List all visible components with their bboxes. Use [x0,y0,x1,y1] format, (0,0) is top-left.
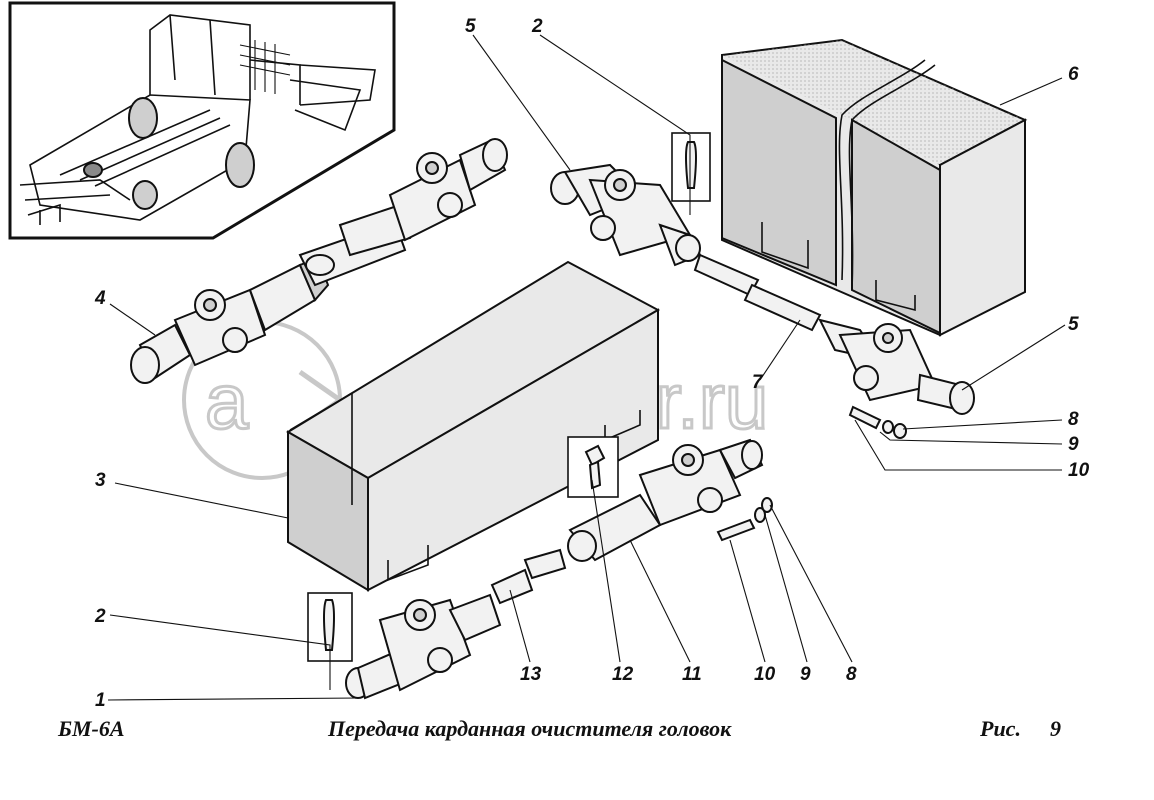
guard-3 [286,260,661,592]
shaft-11-13-assembly [345,438,773,700]
callouts: 1 2 3 4 5 2 6 7 5 8 9 10 13 12 11 10 9 8 [94,16,1090,711]
figure-number: 9 [1050,716,1061,741]
leader-lines [107,34,1066,701]
callout-5-right: 5 [1068,314,1079,335]
figure-title: Передача карданная очистителя головок [328,716,732,741]
shaft-5-7-assembly [550,163,975,439]
callout-10-right: 10 [1068,460,1090,481]
callout-6: 6 [1068,64,1079,85]
callout-2-top: 2 [531,16,543,37]
guard-6 [721,38,1028,337]
callout-8-right: 8 [1068,409,1079,430]
callout-12: 12 [612,664,634,685]
callout-8-bottom: 8 [846,664,857,685]
callout-3: 3 [95,470,106,491]
grease-fitting [567,436,619,498]
callout-9-bottom: 9 [800,664,811,685]
figure-label: Рис. [980,716,1021,741]
callout-10-bottom: 10 [754,664,776,685]
callout-1: 1 [95,690,106,711]
callout-7: 7 [752,372,764,393]
callout-2-bottom: 2 [94,606,106,627]
watermark-logo-letter: a [205,357,249,445]
callout-5-top: 5 [465,16,476,37]
cotter-pin-top [671,132,711,202]
callout-9-right: 9 [1068,434,1079,455]
model-label: БМ-6А [58,716,125,741]
callout-4: 4 [94,288,106,309]
callout-11: 11 [682,664,702,685]
shaft-4-assembly [130,138,508,384]
inset-machine-view [8,1,396,240]
callout-13: 13 [520,664,542,685]
